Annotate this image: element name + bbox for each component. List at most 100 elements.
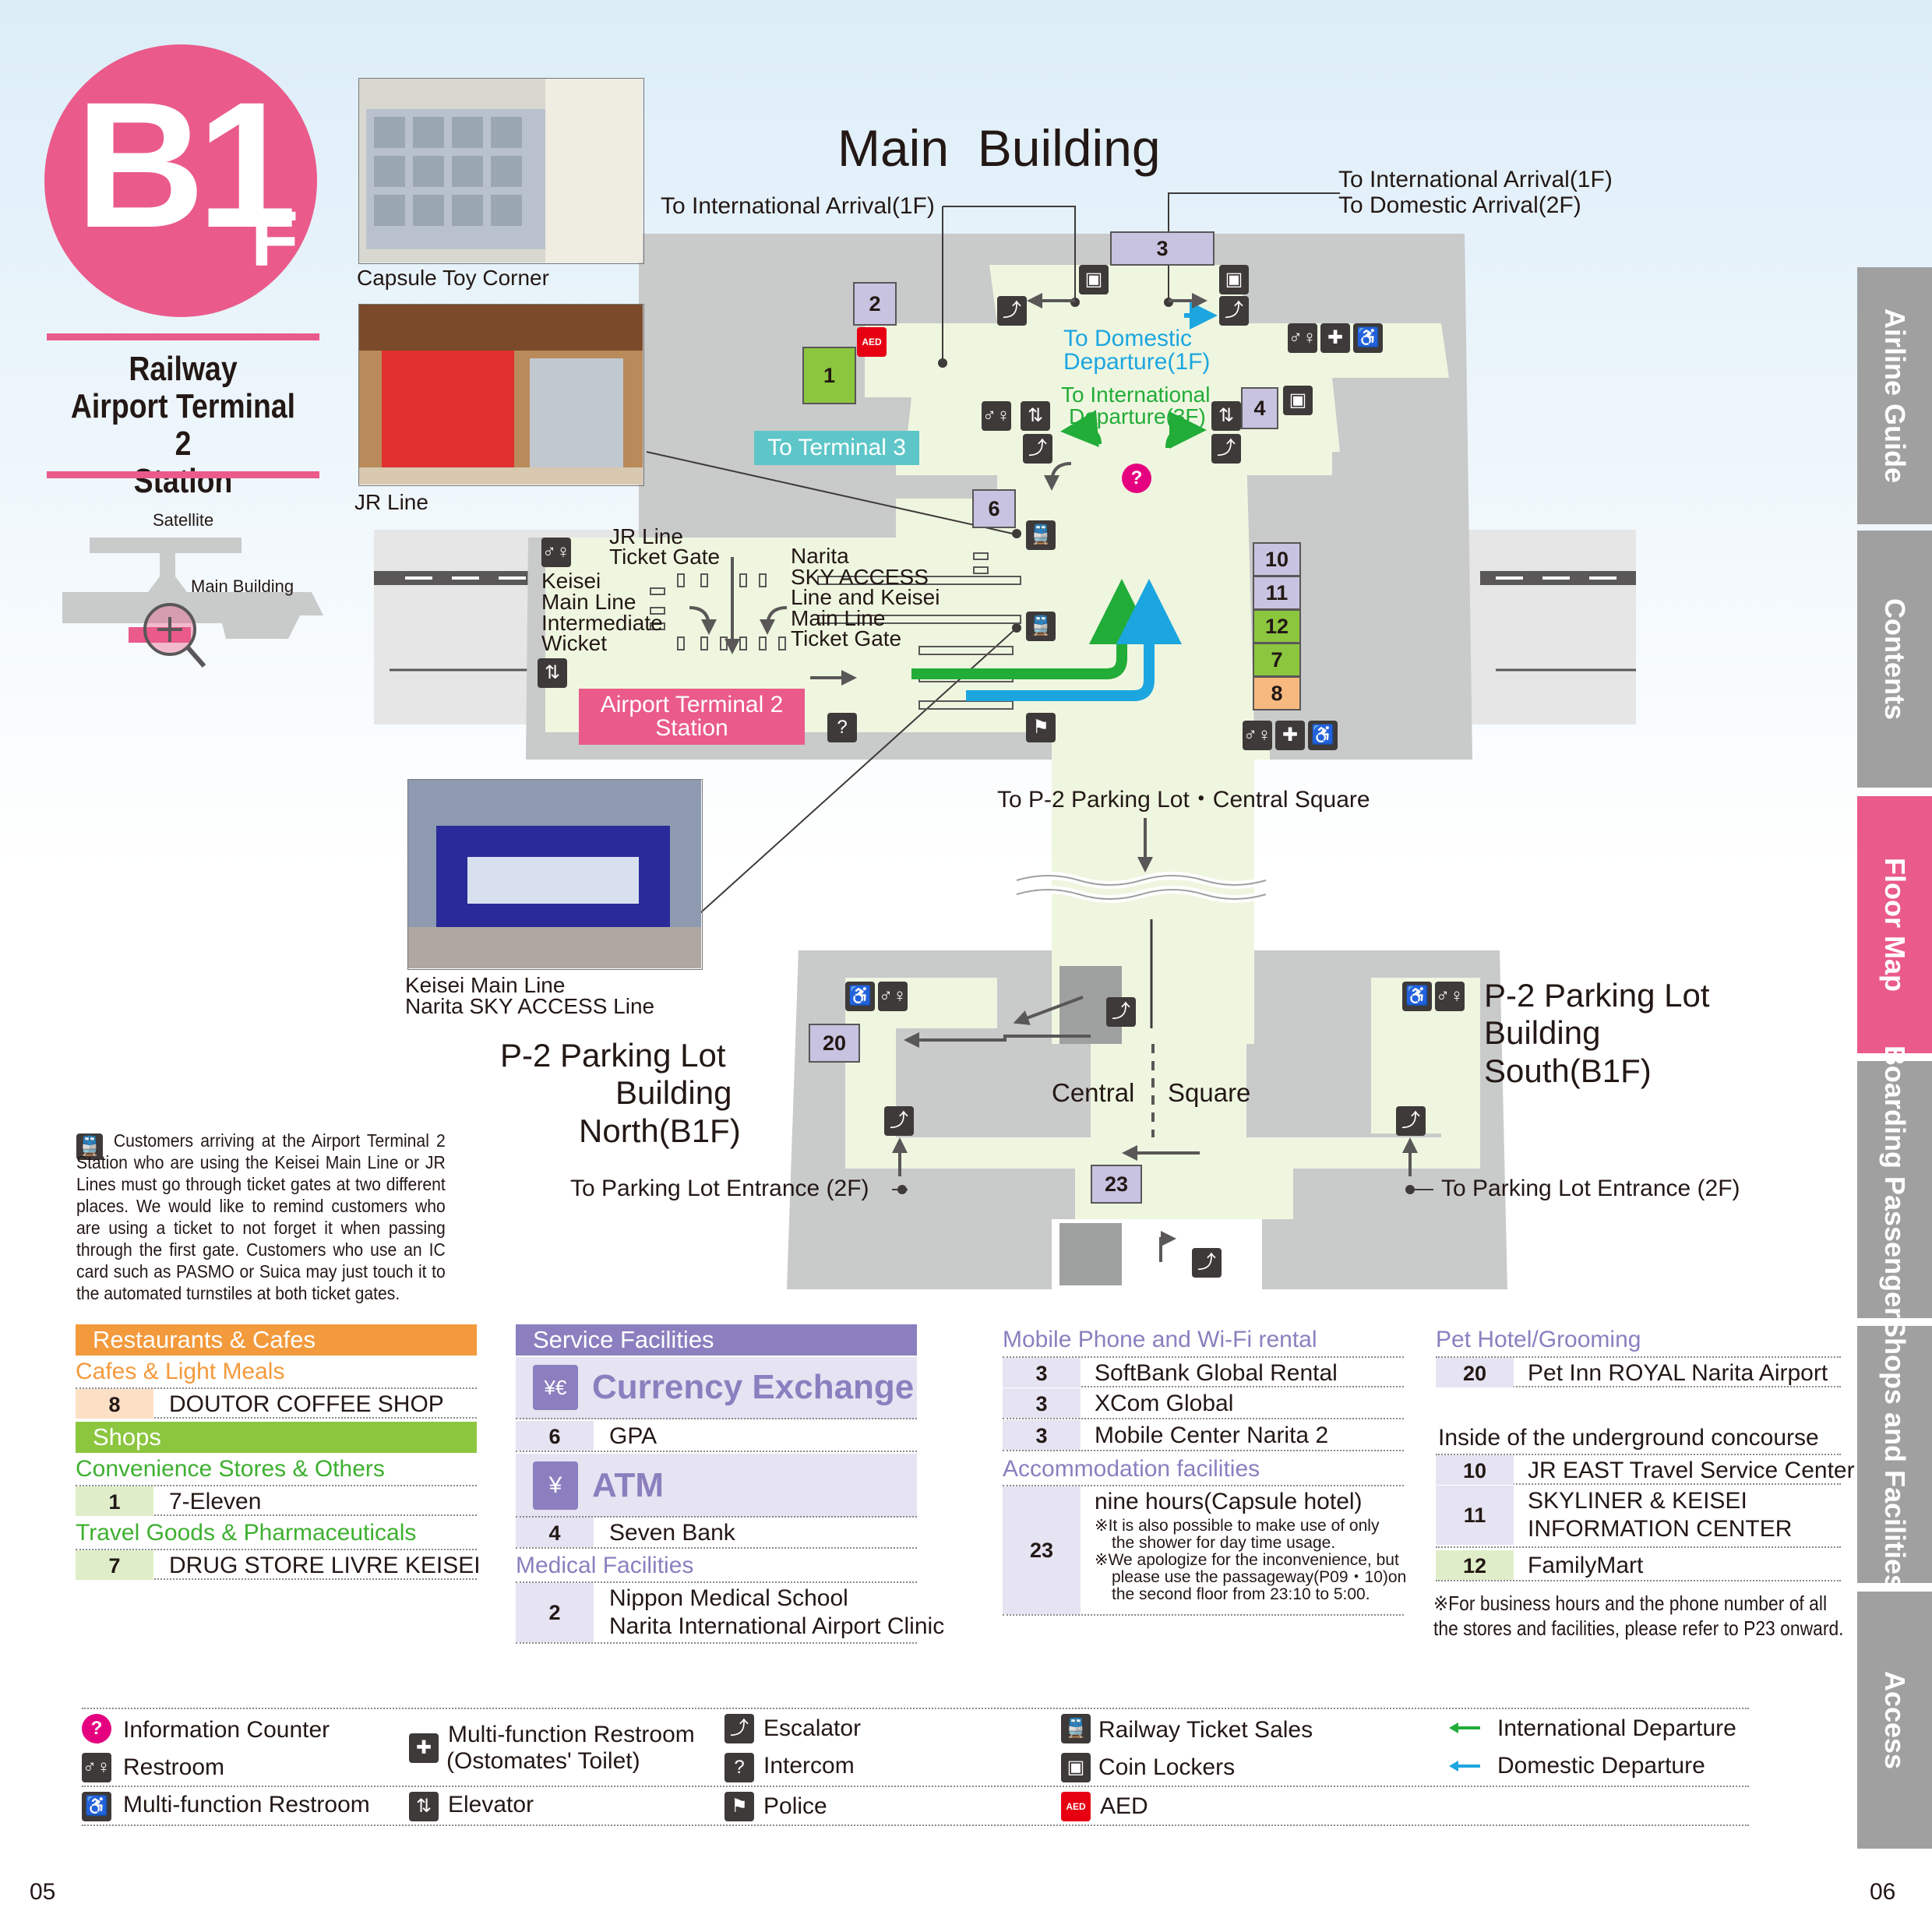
intercom-icon: ? — [724, 1753, 754, 1782]
ostomate-restroom-icon: ✚ — [409, 1733, 439, 1763]
list-item-label: SKYLINER & KEISEI — [1528, 1488, 1747, 1514]
list-item-number: 7 — [76, 1550, 153, 1580]
to-p2-parking: To P-2 Parking Lot・Central Square — [997, 787, 1370, 813]
list-item-number: 20 — [1436, 1358, 1514, 1387]
tab-shops-facilities[interactable]: Shops and Facilities — [1857, 1319, 1932, 1590]
underground-subheader: Inside of the underground concourse — [1438, 1425, 1819, 1451]
p2-south-2: Building — [1484, 1014, 1601, 1051]
list-item-number: 4 — [516, 1518, 594, 1547]
map-num-23[interactable]: 23 — [1091, 1165, 1142, 1204]
to-terminal3: To Terminal 3 — [754, 431, 919, 465]
acc-note-1: ※It is also possible to make use of only — [1095, 1517, 1380, 1535]
list-item[interactable]: 7 DRUG STORE LIVRE KEISEI — [76, 1549, 481, 1580]
map-num-4[interactable]: 4 — [1241, 387, 1278, 429]
map-num-10[interactable]: 10 — [1253, 542, 1301, 576]
list-item-label: DOUTOR COFFEE SHOP — [169, 1391, 444, 1417]
map-num-7[interactable]: 7 — [1253, 643, 1301, 677]
map-num-2[interactable]: 2 — [853, 282, 897, 326]
railway-ticket-icon: 🚆 — [1026, 612, 1056, 641]
gate-note: Customers arriving at the Airport Termin… — [76, 1130, 446, 1303]
legend-label: International Departure — [1497, 1715, 1736, 1741]
international-departure-arrow — [1449, 1722, 1480, 1733]
list-item[interactable]: 3 XCom Global — [1003, 1388, 1404, 1419]
to-domestic-departure-2: Departure(1F) — [1063, 349, 1211, 375]
locator-main-building: Main Building — [191, 576, 294, 596]
escalator-icon: ⤴ — [1211, 434, 1241, 464]
map-num-11[interactable]: 11 — [1253, 576, 1301, 610]
list-item-number: 12 — [1436, 1550, 1514, 1580]
restroom-icon: ♂♀ — [982, 401, 1011, 431]
tab-access[interactable]: Access — [1857, 1592, 1932, 1849]
escalator-icon: ⤴ — [1219, 296, 1249, 326]
p2-south-3: South(B1F) — [1484, 1052, 1652, 1089]
legend-label: Escalator — [763, 1715, 862, 1741]
list-item[interactable]: 3 Mobile Center Narita 2 — [1003, 1420, 1404, 1451]
accommodation-subheader: Accommodation facilities — [1003, 1456, 1260, 1482]
tab-boarding-passengers[interactable]: Boarding Passengers — [1857, 1045, 1932, 1334]
multi-function-restroom-icon: ♿ — [1353, 323, 1383, 353]
list-item[interactable]: 11 SKYLINER & KEISEI INFORMATION CENTER — [1436, 1486, 1841, 1548]
coin-locker-icon: ▣ — [1061, 1753, 1091, 1782]
tab-label: Access — [1879, 1670, 1911, 1770]
to-intl-departure-1: To International — [1061, 383, 1211, 407]
tab-label: Airline Guide — [1879, 308, 1911, 484]
map-num-8[interactable]: 8 — [1253, 676, 1301, 710]
legend-label: Restroom — [123, 1754, 225, 1780]
list-item[interactable]: 20 Pet Inn ROYAL Narita Airport — [1436, 1356, 1841, 1387]
map-num-20[interactable]: 20 — [809, 1024, 860, 1063]
list-item[interactable]: 4 Seven Bank — [516, 1518, 917, 1549]
legend-label: Intercom — [763, 1753, 855, 1779]
restaurants-header: Restaurants & Cafes — [76, 1324, 477, 1356]
atm-icon: ¥ — [533, 1461, 578, 1510]
narita-gate-5: Ticket Gate — [791, 626, 902, 650]
map-num-6[interactable]: 6 — [972, 489, 1016, 528]
elevator-icon: ⇅ — [538, 658, 567, 688]
narita-gate-4: Main Line — [791, 606, 886, 630]
list-item-label: GPA — [609, 1423, 658, 1449]
pet-subheader: Pet Hotel/Grooming — [1436, 1327, 1641, 1352]
station-title: Railway Airport Terminal 2 Station — [64, 351, 302, 500]
list-item[interactable]: 3 SoftBank Global Rental — [1003, 1356, 1404, 1387]
tab-floor-map[interactable]: Floor Map — [1857, 796, 1932, 1053]
list-item[interactable]: 8 DOUTOR COFFEE SHOP — [76, 1387, 477, 1419]
legend-label: Domestic Departure — [1497, 1753, 1705, 1779]
jr-caption: JR Line — [354, 490, 428, 514]
atm-block: ¥ ATM — [516, 1454, 917, 1518]
to-intl-departure-2: Departure(3F) — [1069, 404, 1206, 428]
list-item[interactable]: 23 nine hours(Capsule hotel) ※It is also… — [1003, 1485, 1406, 1616]
list-item-label-2: Narita International Airport Clinic — [609, 1613, 945, 1639]
legend-divider — [82, 1786, 1749, 1787]
list-item[interactable]: 2 Nippon Medical School Narita Internati… — [516, 1581, 944, 1644]
floor-badge-main: B1 — [76, 65, 297, 265]
restroom-icon: ♂♀ — [1243, 721, 1272, 750]
list-item[interactable]: 10 JR EAST Travel Service Center — [1436, 1454, 1855, 1485]
legend-label: Multi-function Restroom — [448, 1722, 695, 1747]
to-parking-left: To Parking Lot Entrance (2F) — [570, 1176, 869, 1201]
coin-locker-icon: ▣ — [1283, 386, 1313, 415]
tab-label: Floor Map — [1879, 858, 1911, 992]
list-item-label: JR EAST Travel Service Center — [1528, 1458, 1855, 1483]
legend-label: Police — [763, 1793, 827, 1819]
tab-contents[interactable]: Contents — [1857, 531, 1932, 788]
list-item[interactable]: 12 FamilyMart — [1436, 1550, 1841, 1581]
capsule-toy-photo — [358, 78, 644, 264]
tab-label: Shops and Facilities — [1879, 1318, 1911, 1591]
map-num-3[interactable]: 3 — [1110, 231, 1215, 266]
list-item-label: nine hours(Capsule hotel) — [1095, 1489, 1363, 1514]
map-num-12[interactable]: 12 — [1253, 609, 1301, 643]
list-item-label: 7-Eleven — [169, 1489, 262, 1514]
list-item[interactable]: 1 7-Eleven — [76, 1485, 477, 1516]
escalator-icon: ⤴ — [997, 296, 1027, 326]
cafes-subheader: Cafes & Light Meals — [76, 1359, 285, 1384]
page-number-left: 05 — [30, 1879, 56, 1905]
multi-function-restroom-icon: ♿ — [1402, 982, 1432, 1011]
list-item-number: 10 — [1436, 1455, 1514, 1485]
list-item-label-2: INFORMATION CENTER — [1528, 1516, 1793, 1542]
to-parking-right: To Parking Lot Entrance (2F) — [1441, 1176, 1740, 1201]
list-item-number: 11 — [1436, 1486, 1514, 1545]
tab-airline-guide[interactable]: Airline Guide — [1857, 267, 1932, 524]
map-num-1[interactable]: 1 — [802, 347, 856, 404]
keisei-wicket-3: Intermediate — [541, 611, 663, 635]
list-item[interactable]: 6 GPA — [516, 1421, 917, 1452]
